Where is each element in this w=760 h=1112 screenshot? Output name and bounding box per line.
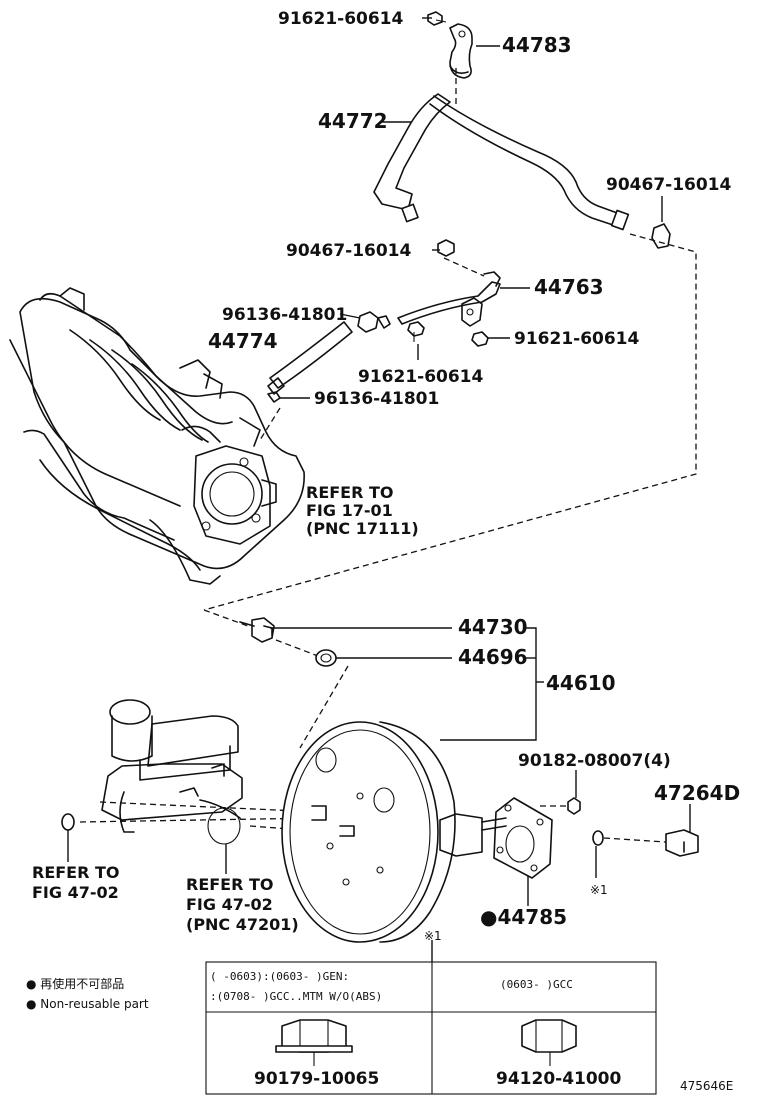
label-90467-right: 90467-16014 — [606, 175, 732, 195]
variant-table: ( -0603):(0603- )GEN: :(0708- )GCC..MTM … — [205, 961, 657, 1095]
part-labels: 91621-60614 44783 44772 90467-16014 9046… — [208, 9, 740, 943]
legend-line-1: ● 再使用不可部品 — [26, 976, 124, 991]
label-96136-top: 96136-41801 — [222, 305, 347, 325]
hex-nut-icon — [521, 1019, 577, 1066]
clamp-90467-left-drawing — [437, 239, 455, 257]
hose-44772-drawing — [373, 93, 630, 231]
legend: ● 再使用不可部品 ● Non-reusable part — [26, 976, 149, 1011]
clip-96136-top-drawing — [357, 311, 391, 333]
bolt-91621-mid-drawing — [407, 321, 425, 342]
master-cylinder-drawing — [101, 699, 243, 845]
hose-44774-drawing — [267, 321, 353, 395]
table-right-part: 94120-41000 — [496, 1069, 622, 1089]
table-right-header: (0603- )GCC — [500, 978, 573, 991]
ref-master-line-3: (PNC 47201) — [186, 915, 299, 934]
label-44696: 44696 — [458, 645, 528, 669]
ref-left-line-2: FIG 47-02 — [32, 883, 119, 902]
check-valve-44730-drawing — [239, 617, 275, 643]
ref-throttle-line-1: REFER TO — [306, 483, 394, 502]
clamp-90467-right-drawing — [651, 223, 671, 249]
label-90182: 90182-08007(4) — [518, 751, 671, 771]
ref-throttle-line-3: (PNC 17111) — [306, 519, 419, 538]
label-96136-bottom: 96136-41801 — [314, 389, 439, 409]
label-91621-bottom: 91621-60614 — [358, 367, 484, 387]
ref-throttle-line-2: FIG 17-01 — [306, 501, 393, 520]
ref-master-line-2: FIG 47-02 — [186, 895, 273, 914]
label-90467-left: 90467-16014 — [286, 241, 412, 261]
leader-lines — [67, 17, 691, 962]
intake-manifold-drawing — [9, 287, 305, 585]
reference-left: REFER TO FIG 47-02 — [32, 863, 120, 902]
table-left-header-1: ( -0603):(0603- )GEN: — [210, 970, 349, 983]
label-mark1-top: ※1 — [424, 929, 442, 943]
flange-nut-icon — [275, 1019, 353, 1066]
bolt-91621-top-drawing — [427, 11, 447, 26]
grommet-44696-drawing — [315, 649, 337, 667]
label-44763: 44763 — [534, 275, 604, 299]
bolt-91621-right-drawing — [471, 331, 489, 347]
nut-mark1-drawing — [592, 830, 604, 846]
table-left-part: 90179-10065 — [254, 1069, 379, 1089]
gasket-44785-drawing — [493, 797, 553, 879]
reference-master: REFER TO FIG 47-02 (PNC 47201) — [186, 875, 299, 934]
clip-47264D-drawing — [665, 829, 699, 857]
table-left-header-2: :(0708- )GCC..MTM W/O(ABS) — [210, 990, 382, 1003]
label-91621-right: 91621-60614 — [514, 329, 640, 349]
bracket-44783-drawing — [449, 23, 473, 79]
ref-left-line-1: REFER TO — [32, 863, 120, 882]
label-44610: 44610 — [546, 671, 616, 695]
brake-booster-44610-drawing — [281, 721, 507, 943]
legend-line-2: ● Non-reusable part — [26, 997, 149, 1011]
label-44772: 44772 — [318, 109, 388, 133]
label-44730: 44730 — [458, 615, 528, 639]
ref-master-line-1: REFER TO — [186, 875, 274, 894]
nut-90182-drawing — [567, 797, 581, 815]
label-mark1: ※1 — [590, 883, 608, 897]
label-44783: 44783 — [502, 33, 572, 57]
dashed-guide-lines — [79, 68, 697, 843]
reference-throttle: REFER TO FIG 17-01 (PNC 17111) — [306, 483, 419, 538]
label-47264D: 47264D — [654, 781, 740, 805]
small-seal-left-drawing — [61, 813, 75, 831]
figure-id: 475646E — [680, 1079, 733, 1093]
label-44774: 44774 — [208, 329, 278, 353]
pipe-44763-drawing — [397, 271, 501, 327]
label-44785: ●44785 — [480, 905, 567, 929]
label-91621-top: 91621-60614 — [278, 9, 404, 29]
